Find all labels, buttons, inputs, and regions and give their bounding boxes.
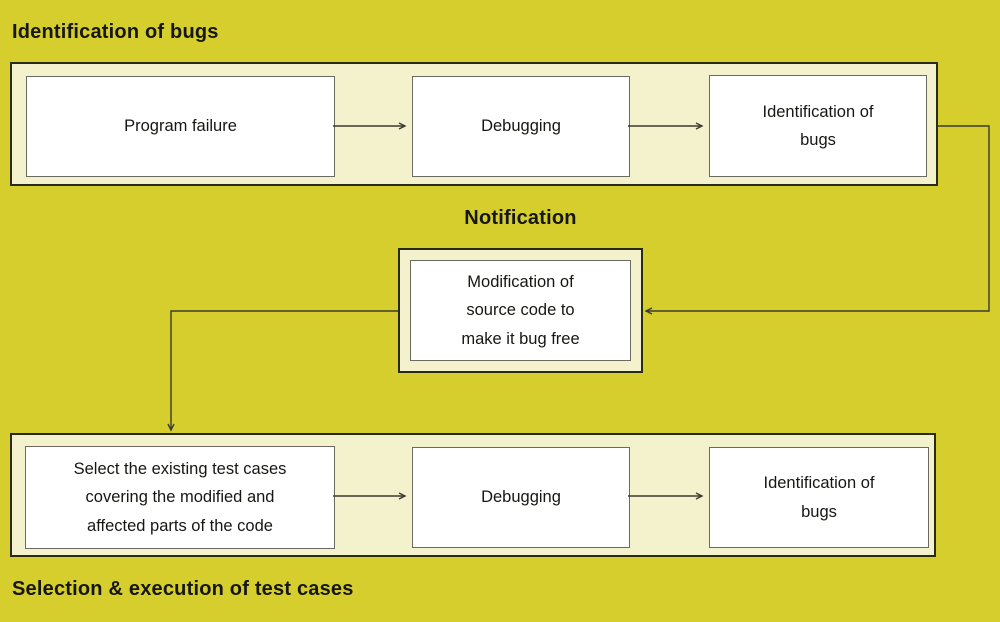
panel-selection-execution: Select the existing test cases covering … xyxy=(10,433,936,557)
section-title-notification: Notification xyxy=(464,207,577,229)
section-title-selection-execution: Selection & execution of test cases xyxy=(12,578,354,600)
section-title-identification-of-bugs: Identification of bugs xyxy=(12,21,219,43)
panel-notification: Modification of source code to make it b… xyxy=(398,248,643,373)
arrow-modification-to-selection-panel xyxy=(167,310,398,432)
flow-box-modification-of-source-code: Modification of source code to make it b… xyxy=(410,260,631,361)
panel-identification-of-bugs: Program failure Debugging Identification… xyxy=(10,62,938,186)
flow-box-identification-of-bugs-top: Identification of bugs xyxy=(709,75,927,177)
flow-box-debugging-top: Debugging xyxy=(412,76,630,177)
flow-box-program-failure: Program failure xyxy=(26,76,335,177)
flow-box-identification-of-bugs-bottom: Identification of bugs xyxy=(709,447,929,548)
flow-box-select-existing-test-cases: Select the existing test cases covering … xyxy=(25,446,335,549)
flow-box-debugging-bottom: Debugging xyxy=(412,447,630,548)
